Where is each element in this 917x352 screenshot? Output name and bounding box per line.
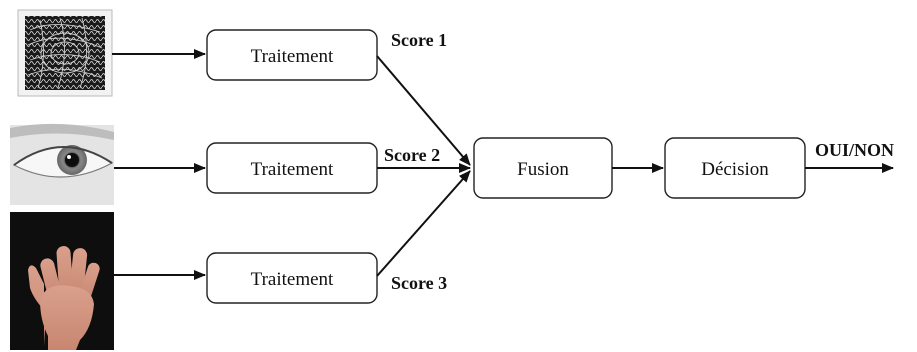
- fusion-box: Fusion: [473, 137, 613, 199]
- processing-box-2: Traitement: [206, 142, 378, 194]
- arrow-score-1-to-fusion: [376, 55, 471, 166]
- processing-box-3: Traitement: [206, 252, 378, 304]
- eye-image: [10, 123, 114, 205]
- fusion-box-label: Fusion: [517, 159, 569, 180]
- score-3-label: Score 3: [391, 273, 447, 293]
- processing-box-1-label: Traitement: [251, 46, 334, 67]
- score-2-label: Score 2: [384, 145, 440, 165]
- processing-box-1: Traitement: [206, 29, 378, 81]
- arrow-score-3-to-fusion: [376, 170, 471, 277]
- fingerprint-image: [17, 9, 113, 97]
- decision-box-label: Décision: [701, 159, 769, 180]
- hand-image: [10, 212, 114, 350]
- score-1-label: Score 1: [391, 30, 447, 50]
- processing-box-3-label: Traitement: [251, 269, 334, 290]
- output-label: OUI/NON: [815, 140, 894, 160]
- processing-box-2-label: Traitement: [251, 159, 334, 180]
- decision-box: Décision: [664, 137, 806, 199]
